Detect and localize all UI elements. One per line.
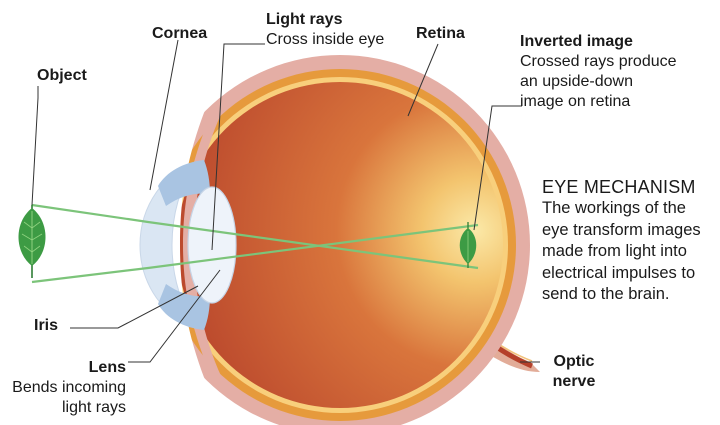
inverted-image-desc-3: image on retina [520, 93, 631, 110]
light-rays-title: Light rays [266, 11, 343, 28]
vitreous-chamber [177, 82, 503, 408]
lens-desc-2: light rays [61, 399, 126, 416]
iris-label: Iris [34, 317, 59, 334]
lens-desc-1: Bends incoming [12, 379, 126, 396]
optic-nerve-label-2: nerve [552, 373, 596, 390]
lens-title: Lens [88, 359, 126, 376]
panel-body-line-1: The workings of the [542, 199, 686, 217]
cornea-label: Cornea [152, 25, 208, 42]
leader-lines [31, 39, 540, 363]
inverted-image-desc-2: an upside-down [520, 73, 633, 90]
inverted-leaf-icon [459, 222, 477, 268]
light-rays-desc: Cross inside eye [266, 31, 385, 48]
object-leaf-icon [18, 205, 46, 278]
panel-body-line-4: electrical impulses to [542, 263, 696, 282]
panel-body-line-5: send to the brain. [542, 285, 670, 303]
panel-title: EYE MECHANISM [542, 177, 696, 197]
inverted-image-title: Inverted image [520, 33, 633, 50]
iris-lower [158, 284, 210, 330]
panel-body-line-2: eye transform images [542, 220, 701, 239]
front-cut [150, 110, 205, 380]
light-rays [31, 203, 479, 284]
retina-label: Retina [416, 25, 465, 42]
inverted-image-desc-1: Crossed rays produce [520, 53, 677, 70]
iris-upper [158, 160, 210, 206]
eye-mechanism-panel: EYE MECHANISM The workings of the eye tr… [542, 176, 718, 306]
optic-nerve-label-1: Optic [553, 353, 595, 370]
panel-body-line-3: made from light into [542, 242, 687, 260]
object-label: Object [37, 67, 87, 84]
